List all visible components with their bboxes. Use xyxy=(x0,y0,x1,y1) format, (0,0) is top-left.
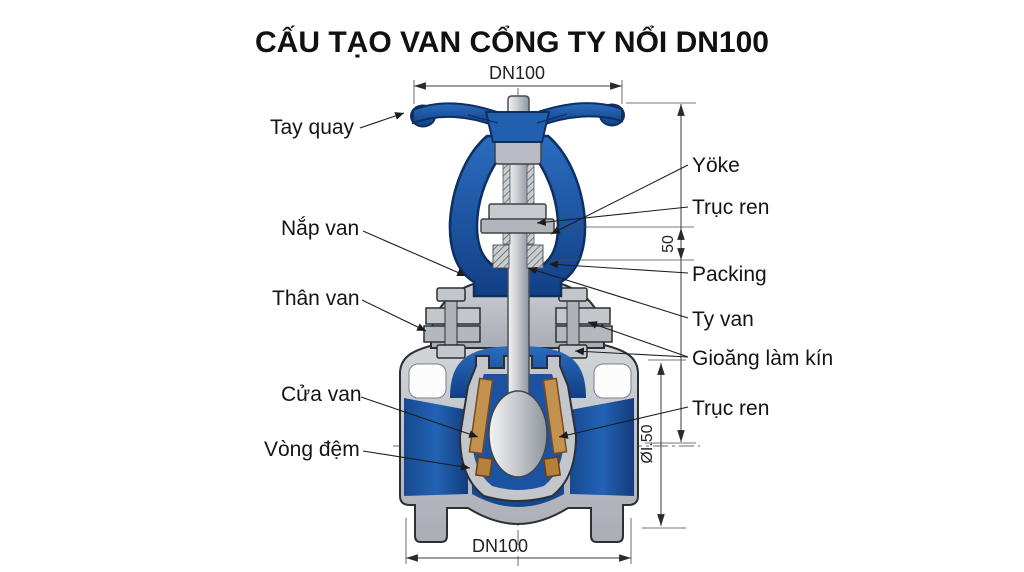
page-title: CẤU TẠO VAN CỔNG TY NỔI DN100 xyxy=(255,25,769,59)
label-truc-ren-duoi: Trục ren xyxy=(692,397,769,420)
bonnet-flange-left xyxy=(423,287,481,359)
label-vong-dem: Vòng đệm xyxy=(264,438,360,461)
stem-rod xyxy=(507,95,530,419)
leader-lines xyxy=(359,112,689,471)
leader-truc-ren-tren xyxy=(536,206,689,226)
dim-bottom-value: DN100 xyxy=(472,536,528,556)
handwheel-hub xyxy=(484,111,551,143)
stem-thread-upper2 xyxy=(526,163,535,209)
gate-disc xyxy=(488,390,548,478)
label-than-van: Thân van xyxy=(272,287,360,310)
stem-thread-upper xyxy=(502,163,511,209)
dim-top-value: DN100 xyxy=(489,63,545,83)
flange-bolt-hole-left xyxy=(408,363,447,399)
seal-ring-right xyxy=(542,456,562,478)
dimension-bore: ØI.50 xyxy=(639,359,686,529)
stem-nut xyxy=(480,203,555,234)
leader-ty-van xyxy=(527,266,689,319)
packing-gland-left xyxy=(492,244,510,269)
bolt-left-nut-bottom xyxy=(436,344,466,359)
label-packing: Packing xyxy=(692,263,767,286)
flange-bolt-hole-right xyxy=(593,363,632,399)
leader-vong-dem xyxy=(362,450,471,471)
bolt-left-nut-top xyxy=(436,287,466,302)
stem-collar xyxy=(494,139,542,165)
packing-gland-right xyxy=(526,244,544,269)
seal-ring-left xyxy=(474,456,494,478)
label-tay-quay: Tay quay xyxy=(270,116,355,139)
handwheel xyxy=(410,102,625,143)
label-yoke: Yöke xyxy=(692,154,740,177)
leader-truc-ren-duoi xyxy=(558,406,689,439)
label-gioang-lam-kin: Gioăng làm kín xyxy=(692,347,833,370)
leader-packing xyxy=(548,260,689,274)
label-ty-van: Ty van xyxy=(692,308,754,331)
leader-than-van xyxy=(361,299,427,332)
label-truc-ren-tren: Trục ren xyxy=(692,196,769,219)
bore-right xyxy=(570,398,634,496)
leader-gioang-1 xyxy=(587,321,689,358)
bolt-right-nut-top xyxy=(558,287,588,302)
dimension-bottom-width: DN100 xyxy=(405,518,632,564)
bore-left xyxy=(404,398,468,496)
leader-tay-quay xyxy=(359,112,405,129)
leader-cua-van xyxy=(360,396,479,438)
leader-yoke xyxy=(550,164,689,235)
leader-gioang-2 xyxy=(574,347,689,358)
label-cua-van: Cửa van xyxy=(281,383,362,406)
label-nap-van: Nắp van xyxy=(281,217,359,240)
dim-bore-value: ØI.50 xyxy=(639,424,656,463)
leader-nap-van xyxy=(362,230,467,277)
dimension-top-width: DN100 xyxy=(413,63,623,104)
dim-stem-travel-value: 50 xyxy=(660,235,677,253)
